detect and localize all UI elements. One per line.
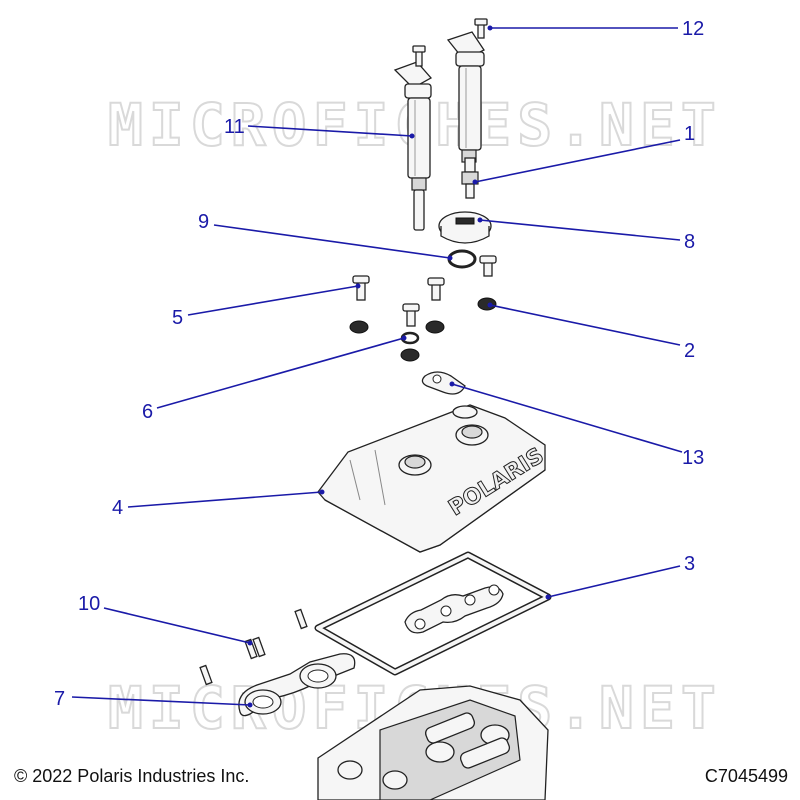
callout-12[interactable]: 12 <box>487 18 705 40</box>
callout-label-8: 8 <box>684 231 695 253</box>
callout-label-4: 4 <box>112 497 123 519</box>
dowel-pin-c <box>294 608 308 630</box>
callout-5[interactable]: 5 <box>172 283 361 330</box>
bolt-5c <box>479 255 497 277</box>
callout-label-1: 1 <box>684 123 695 145</box>
callout-label-12: 12 <box>682 18 704 40</box>
valve-cover-gasket <box>314 551 552 676</box>
grommet-2d <box>400 348 420 362</box>
mount-bracket <box>421 371 466 395</box>
callout-10[interactable]: 10 <box>78 593 253 646</box>
bolt-5d <box>402 303 420 327</box>
valve-cover: POLARIS <box>317 404 549 553</box>
callout-6[interactable]: 6 <box>142 335 407 424</box>
callout-label-5: 5 <box>172 307 183 329</box>
coil-bolt-right <box>474 18 488 39</box>
intake-boot <box>238 653 356 717</box>
dowel-pin-b <box>252 636 266 658</box>
ignition-coil-left <box>393 61 433 231</box>
grommet-2a <box>477 297 497 311</box>
callout-3[interactable]: 3 <box>545 553 696 600</box>
callout-1[interactable]: 1 <box>472 123 696 185</box>
copyright-text: © 2022 Polaris Industries Inc. <box>14 766 250 786</box>
bolt-5b <box>427 277 445 301</box>
dowel-pin-d <box>199 664 213 686</box>
bolt-5a <box>352 275 370 301</box>
callout-2[interactable]: 2 <box>487 302 696 363</box>
callout-13[interactable]: 13 <box>449 381 705 470</box>
callout-4[interactable]: 4 <box>112 489 325 520</box>
coil-bolt-left <box>412 45 426 67</box>
callout-label-13: 13 <box>682 447 704 469</box>
callout-9[interactable]: 9 <box>198 211 453 261</box>
callout-7[interactable]: 7 <box>54 688 253 710</box>
grommet-2c <box>425 320 445 334</box>
drawing-number: C7045499 <box>704 766 788 786</box>
callout-label-6: 6 <box>142 401 153 423</box>
callout-label-11: 11 <box>224 116 245 138</box>
spark-plug <box>461 157 479 199</box>
callout-8[interactable]: 8 <box>477 217 696 254</box>
callout-label-10: 10 <box>78 593 100 615</box>
callout-label-2: 2 <box>684 340 695 362</box>
callout-11[interactable]: 11 <box>224 116 415 139</box>
o-ring <box>447 249 477 269</box>
ignition-coil-right <box>446 31 485 163</box>
oil-fill-cap <box>438 211 492 244</box>
callout-label-7: 7 <box>54 688 65 710</box>
grommet-2b <box>349 320 369 334</box>
callout-label-9: 9 <box>198 211 209 233</box>
cylinder-head <box>317 685 549 800</box>
callout-label-3: 3 <box>684 553 695 575</box>
